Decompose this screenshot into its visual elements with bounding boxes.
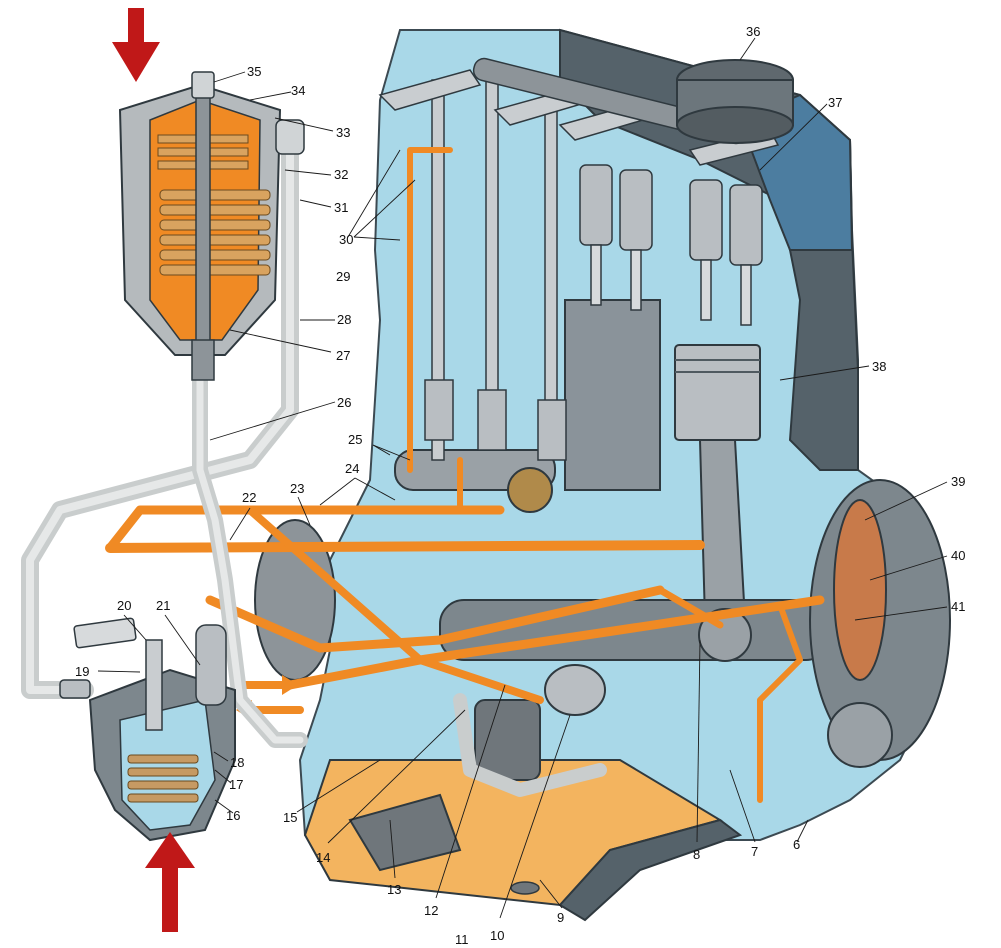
oil-pump xyxy=(474,699,541,781)
inlet-union xyxy=(59,679,91,699)
tappet-2 xyxy=(477,389,507,451)
drain-plug xyxy=(510,881,540,895)
callout-7: 7 xyxy=(751,844,758,859)
callout-30: 30 xyxy=(339,232,353,247)
callout-39: 39 xyxy=(951,474,965,489)
callout-38: 38 xyxy=(872,359,886,374)
crankshaft-pulley-hub xyxy=(827,702,893,768)
callout-28: 28 xyxy=(337,312,351,327)
callout-18: 18 xyxy=(230,755,244,770)
callout-34: 34 xyxy=(291,83,305,98)
callout-40: 40 xyxy=(951,548,965,563)
oil-riser-to-head xyxy=(407,147,453,473)
callout-20: 20 xyxy=(117,598,131,613)
callout-31: 31 xyxy=(334,200,348,215)
callout-26: 26 xyxy=(337,395,351,410)
callout-37: 37 xyxy=(828,95,842,110)
filter-drain-pipe-core xyxy=(196,356,304,744)
rocker-arm-1 xyxy=(378,69,482,111)
rear-oil-seal xyxy=(833,499,887,681)
callout-10: 10 xyxy=(490,928,504,943)
callout-25: 25 xyxy=(348,432,362,447)
callout-36: 36 xyxy=(746,24,760,39)
callout-13: 13 xyxy=(387,882,401,897)
oil-channel-22a xyxy=(105,505,505,553)
callout-41: 41 xyxy=(951,599,965,614)
cam-gear xyxy=(507,467,553,513)
flow-arrow-out xyxy=(145,832,195,932)
oil-filter xyxy=(118,71,305,381)
callout-32: 32 xyxy=(334,167,348,182)
oil-filter-top-bolt xyxy=(191,71,215,99)
oil-filter-center-rod xyxy=(195,94,211,366)
callout-33: 33 xyxy=(336,125,350,140)
callout-23: 23 xyxy=(290,481,304,496)
callout-15: 15 xyxy=(283,810,297,825)
callout-17: 17 xyxy=(229,777,243,792)
oil-channel-diagonal xyxy=(246,506,544,704)
callout-9: 9 xyxy=(557,910,564,925)
oil-cooler-bypass-pipe xyxy=(453,693,607,797)
filter-return-pipe-core xyxy=(26,136,294,694)
external-oil-pipes xyxy=(21,131,607,797)
oil-channel-cross xyxy=(205,585,665,653)
callout-35: 35 xyxy=(247,64,261,79)
cylinder-bore xyxy=(564,299,661,491)
lever-handle xyxy=(73,617,137,649)
callout-19: 19 xyxy=(75,664,89,679)
oil-sump-shell xyxy=(558,818,743,922)
tappet-1 xyxy=(424,379,454,441)
oil-filter-bottom-fitting xyxy=(191,339,215,381)
callout-12: 12 xyxy=(424,903,438,918)
callout-21: 21 xyxy=(156,598,170,613)
oil-to-crank xyxy=(656,586,724,629)
callout-11: 11 xyxy=(455,932,469,947)
callout-16: 16 xyxy=(226,808,240,823)
callout-24: 24 xyxy=(345,461,359,476)
oil-filter-outlet-union xyxy=(275,119,305,155)
callout-labels: 6 7 8 9 10 11 12 13 14 15 16 17 18 19 20… xyxy=(75,24,965,947)
leader-lines xyxy=(97,37,948,919)
callout-22: 22 xyxy=(242,490,256,505)
callout-14: 14 xyxy=(316,850,330,865)
valves xyxy=(590,244,752,326)
callout-6: 6 xyxy=(793,837,800,852)
relief-valve-spring-housing xyxy=(195,624,227,706)
tappet-3 xyxy=(537,399,567,461)
oil-passages xyxy=(105,147,825,803)
oil-pump-strainer xyxy=(348,793,462,872)
main-oil-gallery xyxy=(105,540,705,553)
callout-8: 8 xyxy=(693,847,700,862)
oil-flow-arrowhead-right xyxy=(282,675,298,695)
oil-pipe-to-rear xyxy=(757,602,803,803)
callout-29: 29 xyxy=(336,269,350,284)
oil-pressure-reducing-valve-assembly xyxy=(59,617,236,842)
plunger xyxy=(145,639,163,731)
oil-pressure-sender xyxy=(544,664,606,716)
flow-arrow-in xyxy=(112,8,160,82)
callout-27: 27 xyxy=(336,348,350,363)
valve-element-coil xyxy=(127,754,199,803)
